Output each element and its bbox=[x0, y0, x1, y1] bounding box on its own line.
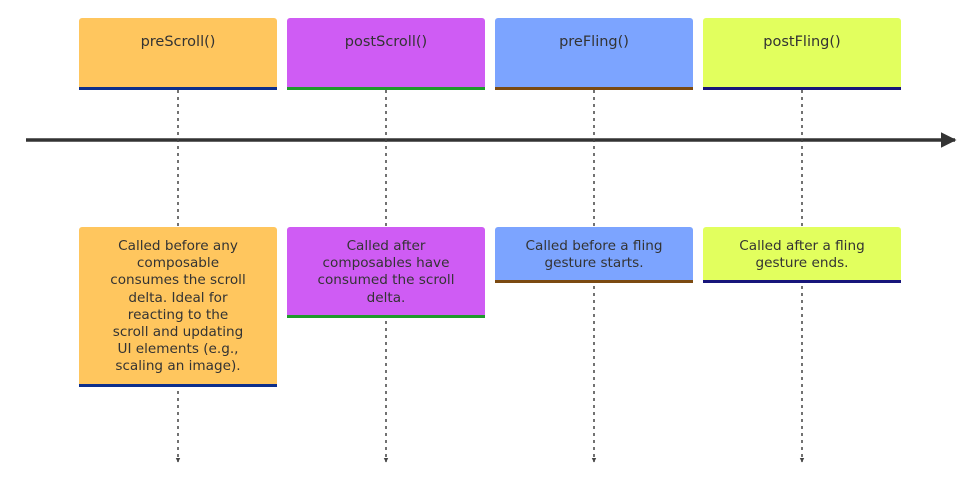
prescroll-header: preScroll() bbox=[79, 18, 277, 90]
prefling-header: preFling() bbox=[495, 18, 693, 90]
prefling-label: preFling() bbox=[559, 33, 629, 50]
note-line: Called before a fling bbox=[525, 238, 663, 254]
postscroll-label: postScroll() bbox=[344, 33, 428, 50]
prefling-note: Called before a fling gesture starts. bbox=[495, 227, 693, 284]
note-line: gesture starts. bbox=[544, 255, 644, 272]
note-line: composable bbox=[136, 255, 220, 272]
note-line: Called after bbox=[346, 238, 426, 254]
prescroll-label: preScroll() bbox=[140, 33, 216, 50]
postfling-label: postFling() bbox=[763, 33, 841, 50]
note-line: scroll and updating bbox=[112, 324, 244, 341]
note-line: UI elements (e.g., bbox=[117, 341, 239, 358]
postfling-note: Called after a fling gesture ends. bbox=[703, 227, 901, 284]
note-line: consumes the scroll bbox=[110, 272, 246, 289]
note-line: reacting to the bbox=[127, 306, 229, 323]
note-line: Called after a fling bbox=[739, 238, 865, 254]
note-line: gesture ends. bbox=[755, 255, 849, 272]
note-line: Called before any bbox=[118, 238, 238, 254]
note-line: delta. Ideal for bbox=[128, 289, 228, 306]
prescroll-note: Called before any composable consumes th… bbox=[79, 227, 277, 387]
postscroll-header: postScroll() bbox=[287, 18, 485, 90]
postfling-header: postFling() bbox=[703, 18, 901, 90]
note-line: composables have bbox=[322, 255, 450, 272]
note-line: delta. bbox=[366, 289, 406, 306]
note-line: consumed the scroll bbox=[317, 272, 455, 289]
note-line: scaling an image). bbox=[115, 358, 241, 375]
postscroll-note: Called after composables have consumed t… bbox=[287, 227, 485, 318]
